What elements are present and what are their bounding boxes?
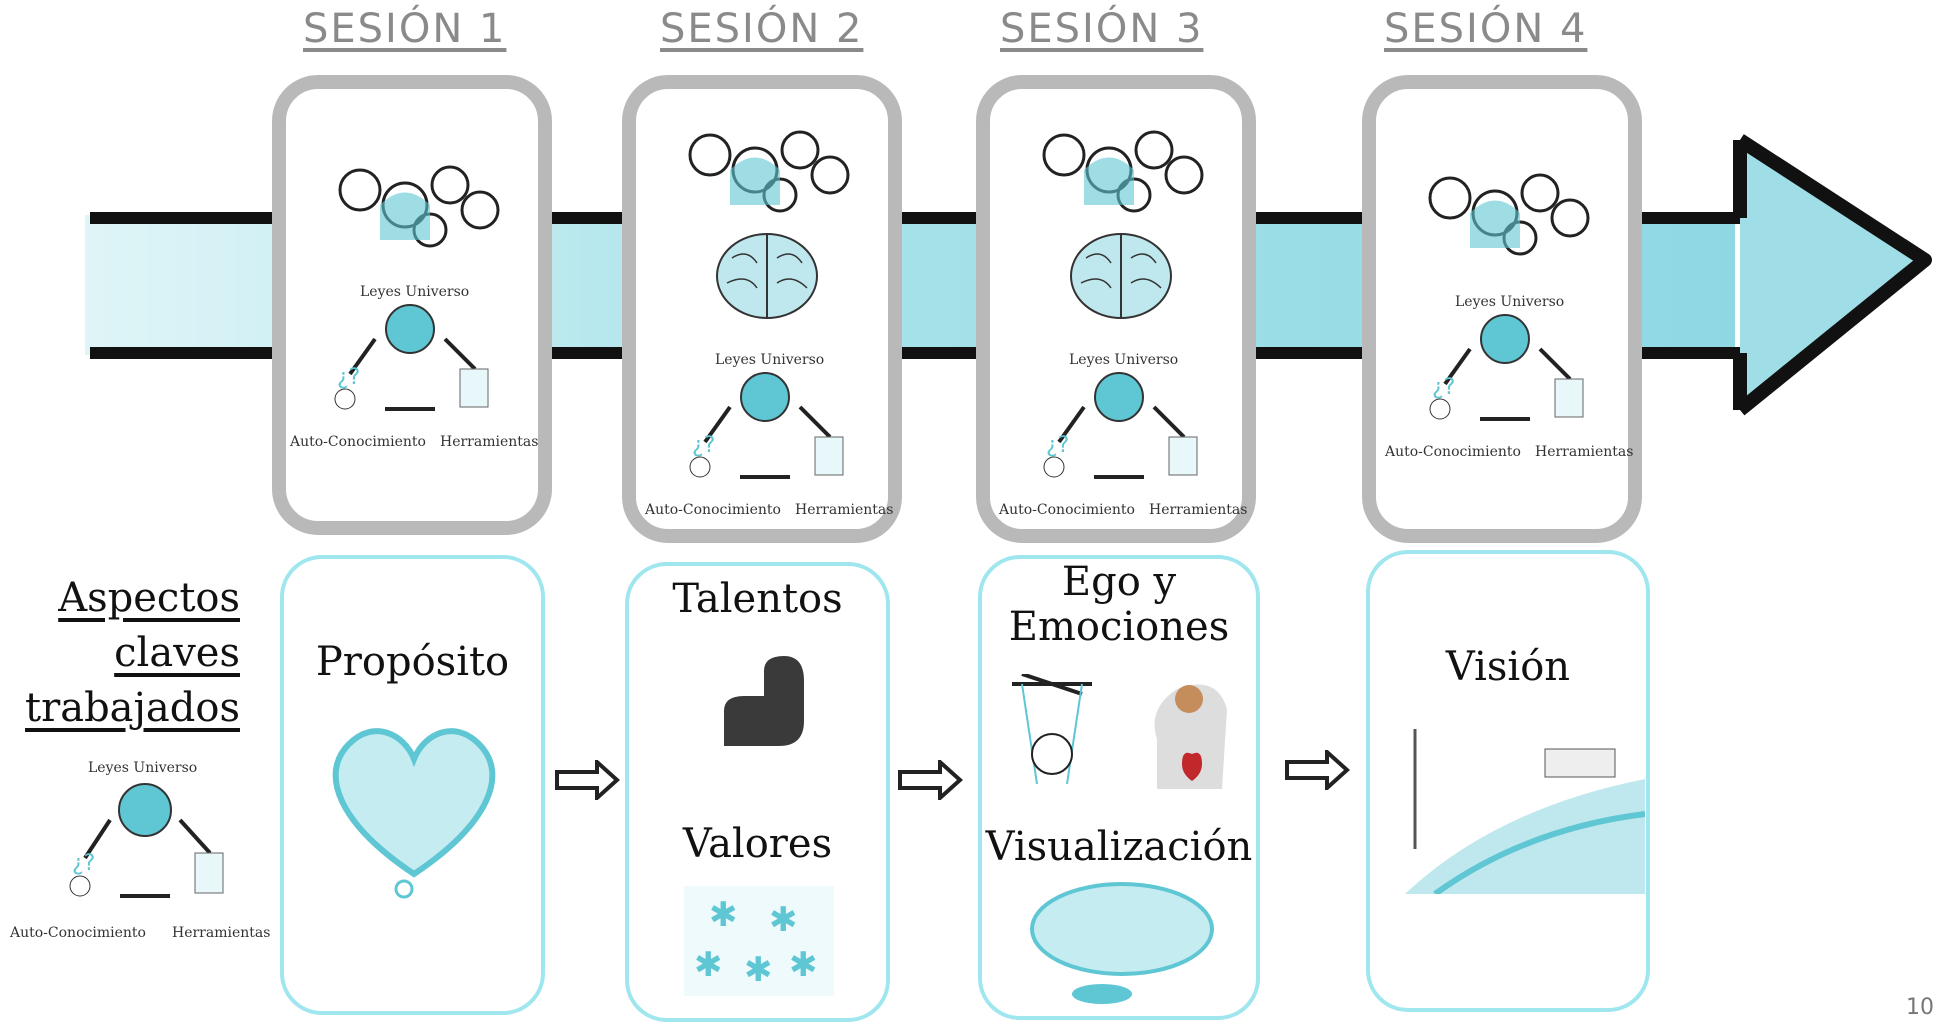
cycle-graphic: ¿?: [1043, 372, 1198, 479]
session-3-title: SESIÓN 3: [1000, 6, 1204, 52]
aspect-title-visualizacion: Visualización: [985, 824, 1253, 870]
session-2-title: SESIÓN 2: [660, 6, 864, 52]
aspect-card-1: Propósito: [280, 555, 545, 1015]
cycle-diagram: Leyes Universo ¿? Auto-Conocimiento Herr…: [1380, 294, 1634, 464]
aspect-card-2: Talentos Valores ✱ ✱ ✱ ✱ ✱: [625, 562, 890, 1022]
svg-text:✱: ✱: [694, 945, 723, 985]
session-4-card: [1362, 75, 1642, 543]
session-1-title: SESIÓN 1: [303, 6, 507, 52]
svg-text:¿?: ¿?: [1432, 375, 1455, 400]
puppet-illustration: [1012, 674, 1092, 785]
svg-text:¿?: ¿?: [1046, 433, 1069, 458]
svg-text:¿?: ¿?: [337, 365, 360, 390]
cycle-graphic: ¿?: [69, 783, 224, 898]
arrow-icon: [1285, 750, 1350, 790]
cycle-diagram: Leyes Universo ¿? Auto-Conocimiento Herr…: [994, 352, 1248, 522]
arrow-icon: [898, 760, 963, 800]
head-heart-illustration: [1154, 684, 1227, 789]
brain-illustration: [716, 233, 818, 319]
landscape-illustration: [1375, 719, 1645, 894]
heart-illustration: [332, 728, 496, 899]
page-number: 10: [1906, 995, 1934, 1020]
cycle-graphic: ¿?: [689, 372, 844, 479]
diagram-right-label: Herramientas: [440, 434, 539, 450]
session-1-card: [272, 75, 552, 535]
diagram-top-label: Leyes Universo: [88, 760, 198, 776]
svg-text:¿?: ¿?: [692, 433, 715, 458]
diagram-left-label: Auto-Conocimiento: [1385, 444, 1521, 460]
aspects-heading-line-3: trabajados: [25, 685, 240, 731]
svg-text:✱: ✱: [789, 945, 818, 985]
session-4-title: SESIÓN 4: [1384, 6, 1588, 52]
svg-text:✱: ✱: [769, 900, 798, 940]
aspect-card-4: Visión: [1366, 550, 1650, 1012]
aspects-heading: Aspectos claves trabajados: [10, 575, 240, 745]
arrow-icon: [555, 760, 620, 800]
brain-illustration: [1070, 233, 1172, 319]
diagram-right-label: Herramientas: [795, 502, 894, 518]
aspect-title-valores: Valores: [682, 821, 833, 867]
diagram-top-label: Leyes Universo: [1069, 352, 1179, 368]
aspect-title-emociones: Emociones: [1008, 604, 1230, 650]
session-3-card: [976, 75, 1256, 543]
diagram-left-label: Auto-Conocimiento: [645, 502, 781, 518]
diagram-left-label: Auto-Conocimiento: [290, 434, 426, 450]
thought-cloud-illustration: [1030, 882, 1214, 1004]
aspects-heading-line-1: Aspectos: [58, 575, 240, 621]
cycle-diagram: Leyes Universo ¿? Auto-Conocimiento Herr…: [640, 352, 894, 522]
diagram-top-label: Leyes Universo: [360, 284, 470, 300]
diagram-right-label: Herramientas: [172, 925, 271, 941]
people-illustration: [688, 130, 850, 213]
aspect-card-3: Ego y Emociones Visualización: [978, 555, 1260, 1020]
svg-text:¿?: ¿?: [72, 851, 95, 876]
aspect-title-proposito: Propósito: [315, 639, 510, 685]
aspect-title-talentos: Talentos: [672, 576, 843, 622]
aspects-heading-line-2: claves: [114, 630, 240, 676]
cycle-diagram: Leyes Universo ¿? Auto-Conocimiento Herr…: [285, 284, 539, 454]
diagram-top-label: Leyes Universo: [1455, 294, 1565, 310]
stars-illustration: ✱ ✱ ✱ ✱ ✱: [684, 886, 834, 996]
diagram-top-label: Leyes Universo: [715, 352, 825, 368]
aspect-title-vision: Visión: [1445, 644, 1571, 690]
svg-text:✱: ✱: [709, 895, 738, 935]
people-illustration: [1042, 130, 1204, 213]
aspect-title-ego: Ego y: [1061, 559, 1177, 605]
people-illustration: [1428, 173, 1590, 256]
arm-icon: [724, 656, 804, 746]
svg-text:✱: ✱: [744, 950, 773, 990]
diagram-left-label: Auto-Conocimiento: [999, 502, 1135, 518]
cycle-graphic: ¿?: [1429, 314, 1584, 421]
diagram-right-label: Herramientas: [1149, 502, 1248, 518]
diagram-left-label: Auto-Conocimiento: [10, 925, 146, 941]
people-illustration: [338, 165, 500, 248]
diagram-right-label: Herramientas: [1535, 444, 1634, 460]
cycle-graphic: ¿?: [334, 304, 489, 411]
cycle-diagram: Leyes Universo ¿? Auto-Conocimiento Herr…: [10, 760, 270, 945]
